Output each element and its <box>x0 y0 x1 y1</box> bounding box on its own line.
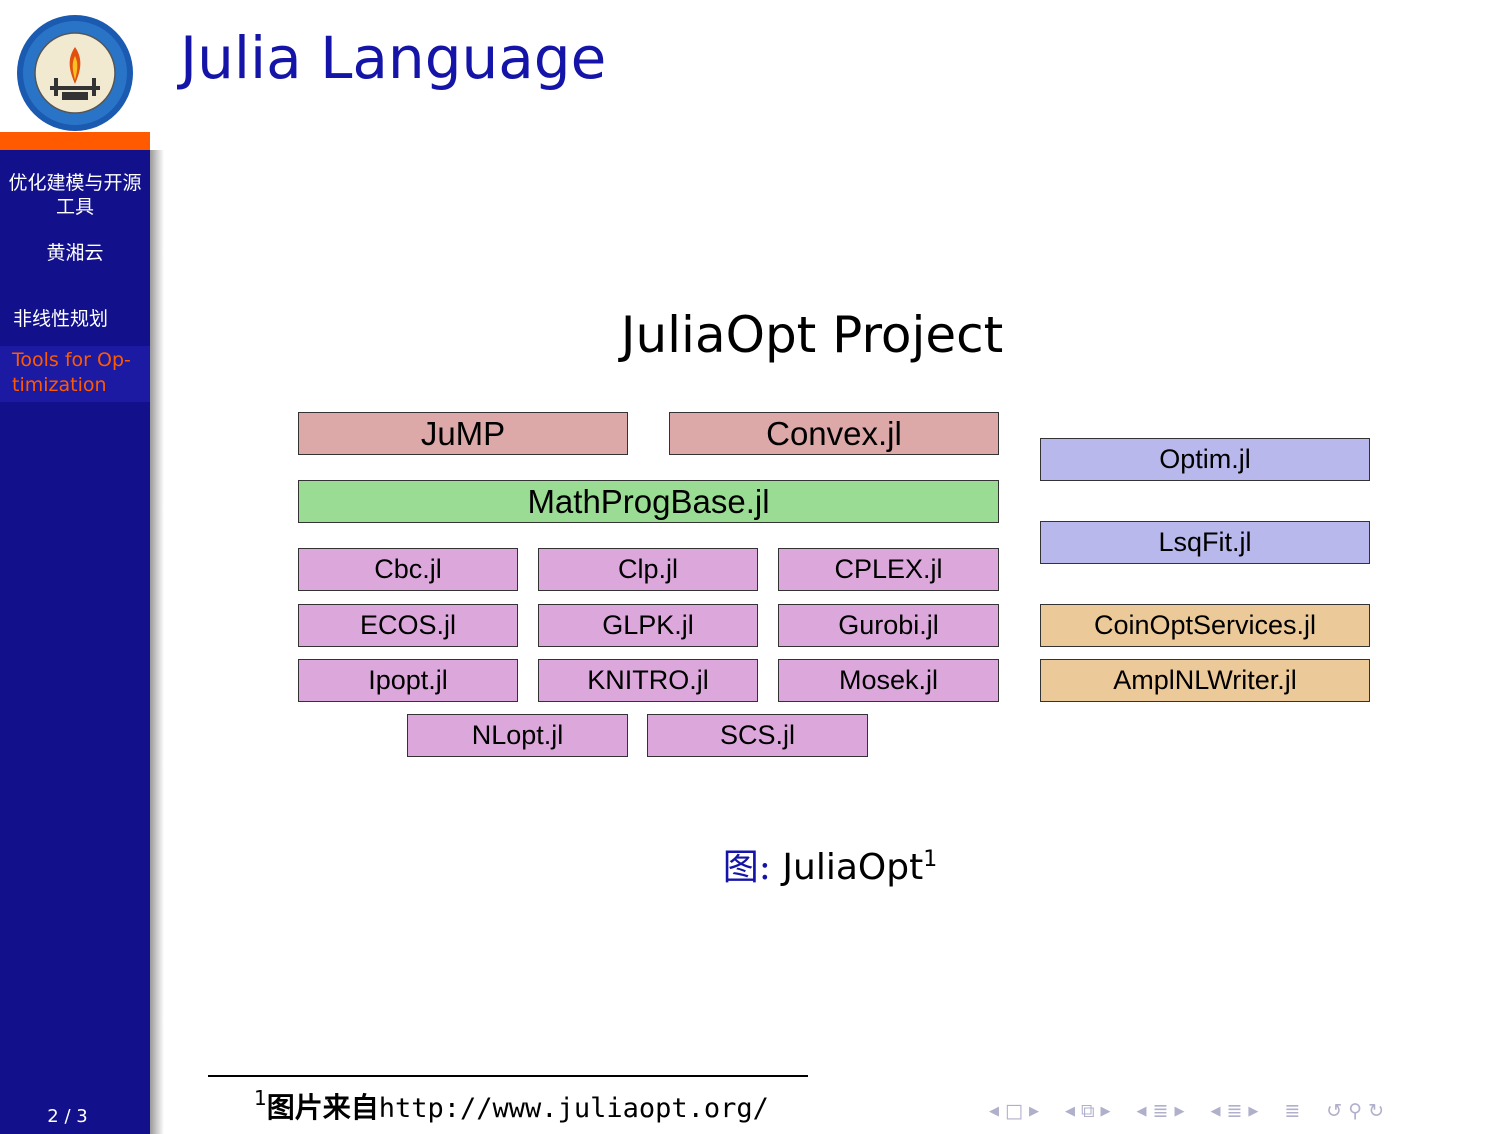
beamer-navigation: ◀ □ ▶ ◀ ⧉ ▶ ◀ ≣ ▶ ◀ ≣ ▶ ≣ ↺ ⚲ ↻ <box>986 1098 1387 1124</box>
search-icon[interactable]: ⚲ <box>1348 1100 1363 1122</box>
footnote-reference[interactable]: 1 <box>923 847 938 872</box>
section-icon[interactable]: ≣ <box>1152 1100 1169 1122</box>
caption-text: JuliaOpt <box>782 847 924 888</box>
section-prev-icon[interactable]: ◀ <box>1136 1103 1147 1119</box>
footnote: 1图片来自http://www.juliaopt.org/ <box>254 1086 769 1126</box>
package-box: LsqFit.jl <box>1040 521 1370 564</box>
section-next-icon[interactable]: ▶ <box>1174 1103 1185 1119</box>
package-box: MathProgBase.jl <box>298 480 999 523</box>
frame-icon[interactable]: □ <box>1005 1100 1023 1122</box>
current-subsection-link[interactable]: Tools for Op-timization <box>0 346 150 402</box>
sidebar: 优化建模与开源工具 黄湘云 非线性规划 Tools for Op-timizat… <box>0 0 150 1134</box>
footnote-mark: 1 <box>254 1086 267 1110</box>
author-name[interactable]: 黄湘云 <box>46 242 104 264</box>
footnote-text: 图片来自 <box>266 1091 379 1124</box>
orange-separator <box>0 132 150 150</box>
package-box: NLopt.jl <box>407 714 628 757</box>
package-box: AmplNLWriter.jl <box>1040 659 1370 702</box>
doc-icon[interactable]: ≣ <box>1226 1100 1243 1122</box>
page-number: 2 / 3 <box>47 1106 88 1127</box>
caption-label: 图: <box>722 847 771 888</box>
frame-prev-icon[interactable]: ◀ <box>989 1103 999 1119</box>
figure-caption: 图: JuliaOpt1 <box>300 838 1360 890</box>
figure-heading: JuliaOpt Project <box>620 306 1004 364</box>
package-box: JuMP <box>298 412 628 455</box>
doc-next-icon[interactable]: ▶ <box>1248 1103 1259 1119</box>
subsection-icon[interactable]: ⧉ <box>1080 1100 1095 1122</box>
package-box: KNITRO.jl <box>538 659 758 702</box>
footnote-url[interactable]: http://www.juliaopt.org/ <box>378 1093 769 1124</box>
package-box: Ipopt.jl <box>298 659 518 702</box>
university-logo <box>17 15 133 131</box>
frame-title: Julia Language <box>180 24 607 92</box>
section-link[interactable]: 非线性规划 <box>13 308 109 330</box>
subsection-next-icon[interactable]: ▶ <box>1100 1103 1111 1119</box>
package-box: CPLEX.jl <box>778 548 999 591</box>
package-box: SCS.jl <box>647 714 868 757</box>
package-box: Optim.jl <box>1040 438 1370 481</box>
package-box: Cbc.jl <box>298 548 518 591</box>
package-box: Convex.jl <box>669 412 999 455</box>
package-box: Mosek.jl <box>778 659 999 702</box>
subsection-prev-icon[interactable]: ◀ <box>1064 1103 1075 1119</box>
package-box: GLPK.jl <box>538 604 758 647</box>
forward-icon[interactable]: ↻ <box>1368 1100 1385 1122</box>
footnote-rule <box>208 1075 808 1077</box>
logo-area <box>0 0 150 132</box>
package-box: Gurobi.jl <box>778 604 999 647</box>
package-box: ECOS.jl <box>298 604 518 647</box>
package-box: Clp.jl <box>538 548 758 591</box>
toc-icon[interactable]: ≣ <box>1284 1100 1301 1122</box>
back-icon[interactable]: ↺ <box>1326 1100 1343 1122</box>
package-box: CoinOptServices.jl <box>1040 604 1370 647</box>
sidebar-shadow <box>150 150 164 1134</box>
doc-prev-icon[interactable]: ◀ <box>1210 1103 1221 1119</box>
talk-title[interactable]: 优化建模与开源工具 <box>8 172 142 218</box>
frame-next-icon[interactable]: ▶ <box>1028 1103 1039 1119</box>
